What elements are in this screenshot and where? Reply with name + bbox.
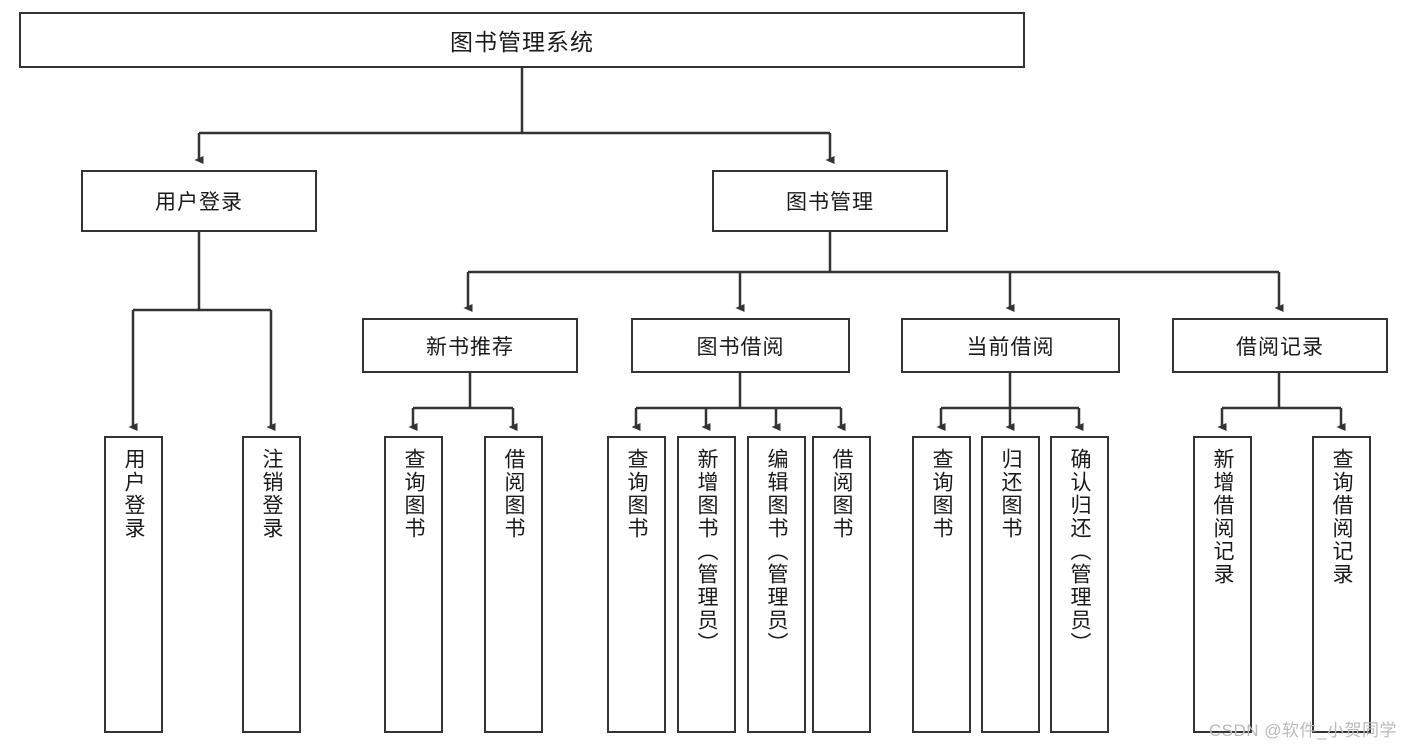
leaf-borrow-record-add[interactable]: 新增借阅记录 bbox=[1193, 436, 1252, 733]
node-current-borrow-label: 当前借阅 bbox=[966, 335, 1055, 359]
leaf-current-borrow-return[interactable]: 归还图书 bbox=[981, 436, 1040, 733]
leaf-book-borrow-query[interactable]: 查询图书 bbox=[607, 436, 666, 733]
node-book-borrow-label: 图书借阅 bbox=[696, 335, 785, 359]
node-user-login[interactable]: 用户登录 bbox=[81, 170, 317, 232]
leaf-label: 新增图书（管理员） bbox=[695, 448, 718, 655]
node-new-book-recommend-label: 新书推荐 bbox=[426, 335, 514, 359]
leaf-label: 确认归还（管理员） bbox=[1068, 448, 1091, 655]
leaf-label: 借阅图书 bbox=[830, 448, 853, 540]
node-new-book-recommend[interactable]: 新书推荐 bbox=[362, 318, 578, 373]
node-book-borrow[interactable]: 图书借阅 bbox=[631, 318, 850, 373]
leaf-label: 查询图书 bbox=[402, 448, 425, 540]
node-root[interactable]: 图书管理系统 bbox=[19, 12, 1025, 68]
leaf-borrow-record-query[interactable]: 查询借阅记录 bbox=[1312, 436, 1371, 733]
leaf-label: 查询图书 bbox=[930, 448, 953, 540]
leaf-book-borrow-borrow[interactable]: 借阅图书 bbox=[812, 436, 871, 733]
node-book-management-label: 图书管理 bbox=[786, 191, 874, 214]
leaf-user-login-logout[interactable]: 注销登录 bbox=[242, 436, 301, 733]
leaf-label: 借阅图书 bbox=[502, 448, 525, 540]
leaf-label: 注销登录 bbox=[260, 448, 283, 540]
leaf-user-login-login[interactable]: 用户登录 bbox=[104, 436, 163, 733]
leaf-label: 查询借阅记录 bbox=[1330, 448, 1353, 586]
node-current-borrow[interactable]: 当前借阅 bbox=[901, 318, 1120, 373]
watermark-text: CSDN @软件_小贺同学 bbox=[1208, 721, 1397, 740]
leaf-current-borrow-query[interactable]: 查询图书 bbox=[912, 436, 971, 733]
node-root-label: 图书管理系统 bbox=[450, 29, 594, 55]
leaf-label: 用户登录 bbox=[122, 448, 145, 540]
leaf-label: 归还图书 bbox=[999, 448, 1022, 540]
node-user-login-label: 用户登录 bbox=[155, 191, 243, 214]
node-book-management[interactable]: 图书管理 bbox=[712, 170, 948, 232]
leaf-book-borrow-add[interactable]: 新增图书（管理员） bbox=[677, 436, 736, 733]
leaf-new-book-query[interactable]: 查询图书 bbox=[384, 436, 443, 733]
leaf-current-borrow-confirm-return[interactable]: 确认归还（管理员） bbox=[1050, 436, 1109, 733]
leaf-book-borrow-edit[interactable]: 编辑图书（管理员） bbox=[747, 436, 806, 733]
leaf-label: 新增借阅记录 bbox=[1211, 448, 1234, 586]
leaf-new-book-borrow[interactable]: 借阅图书 bbox=[484, 436, 543, 733]
node-borrow-record-label: 借阅记录 bbox=[1236, 335, 1324, 359]
leaf-label: 编辑图书（管理员） bbox=[765, 448, 788, 655]
node-borrow-record[interactable]: 借阅记录 bbox=[1172, 318, 1388, 373]
leaf-label: 查询图书 bbox=[625, 448, 648, 540]
